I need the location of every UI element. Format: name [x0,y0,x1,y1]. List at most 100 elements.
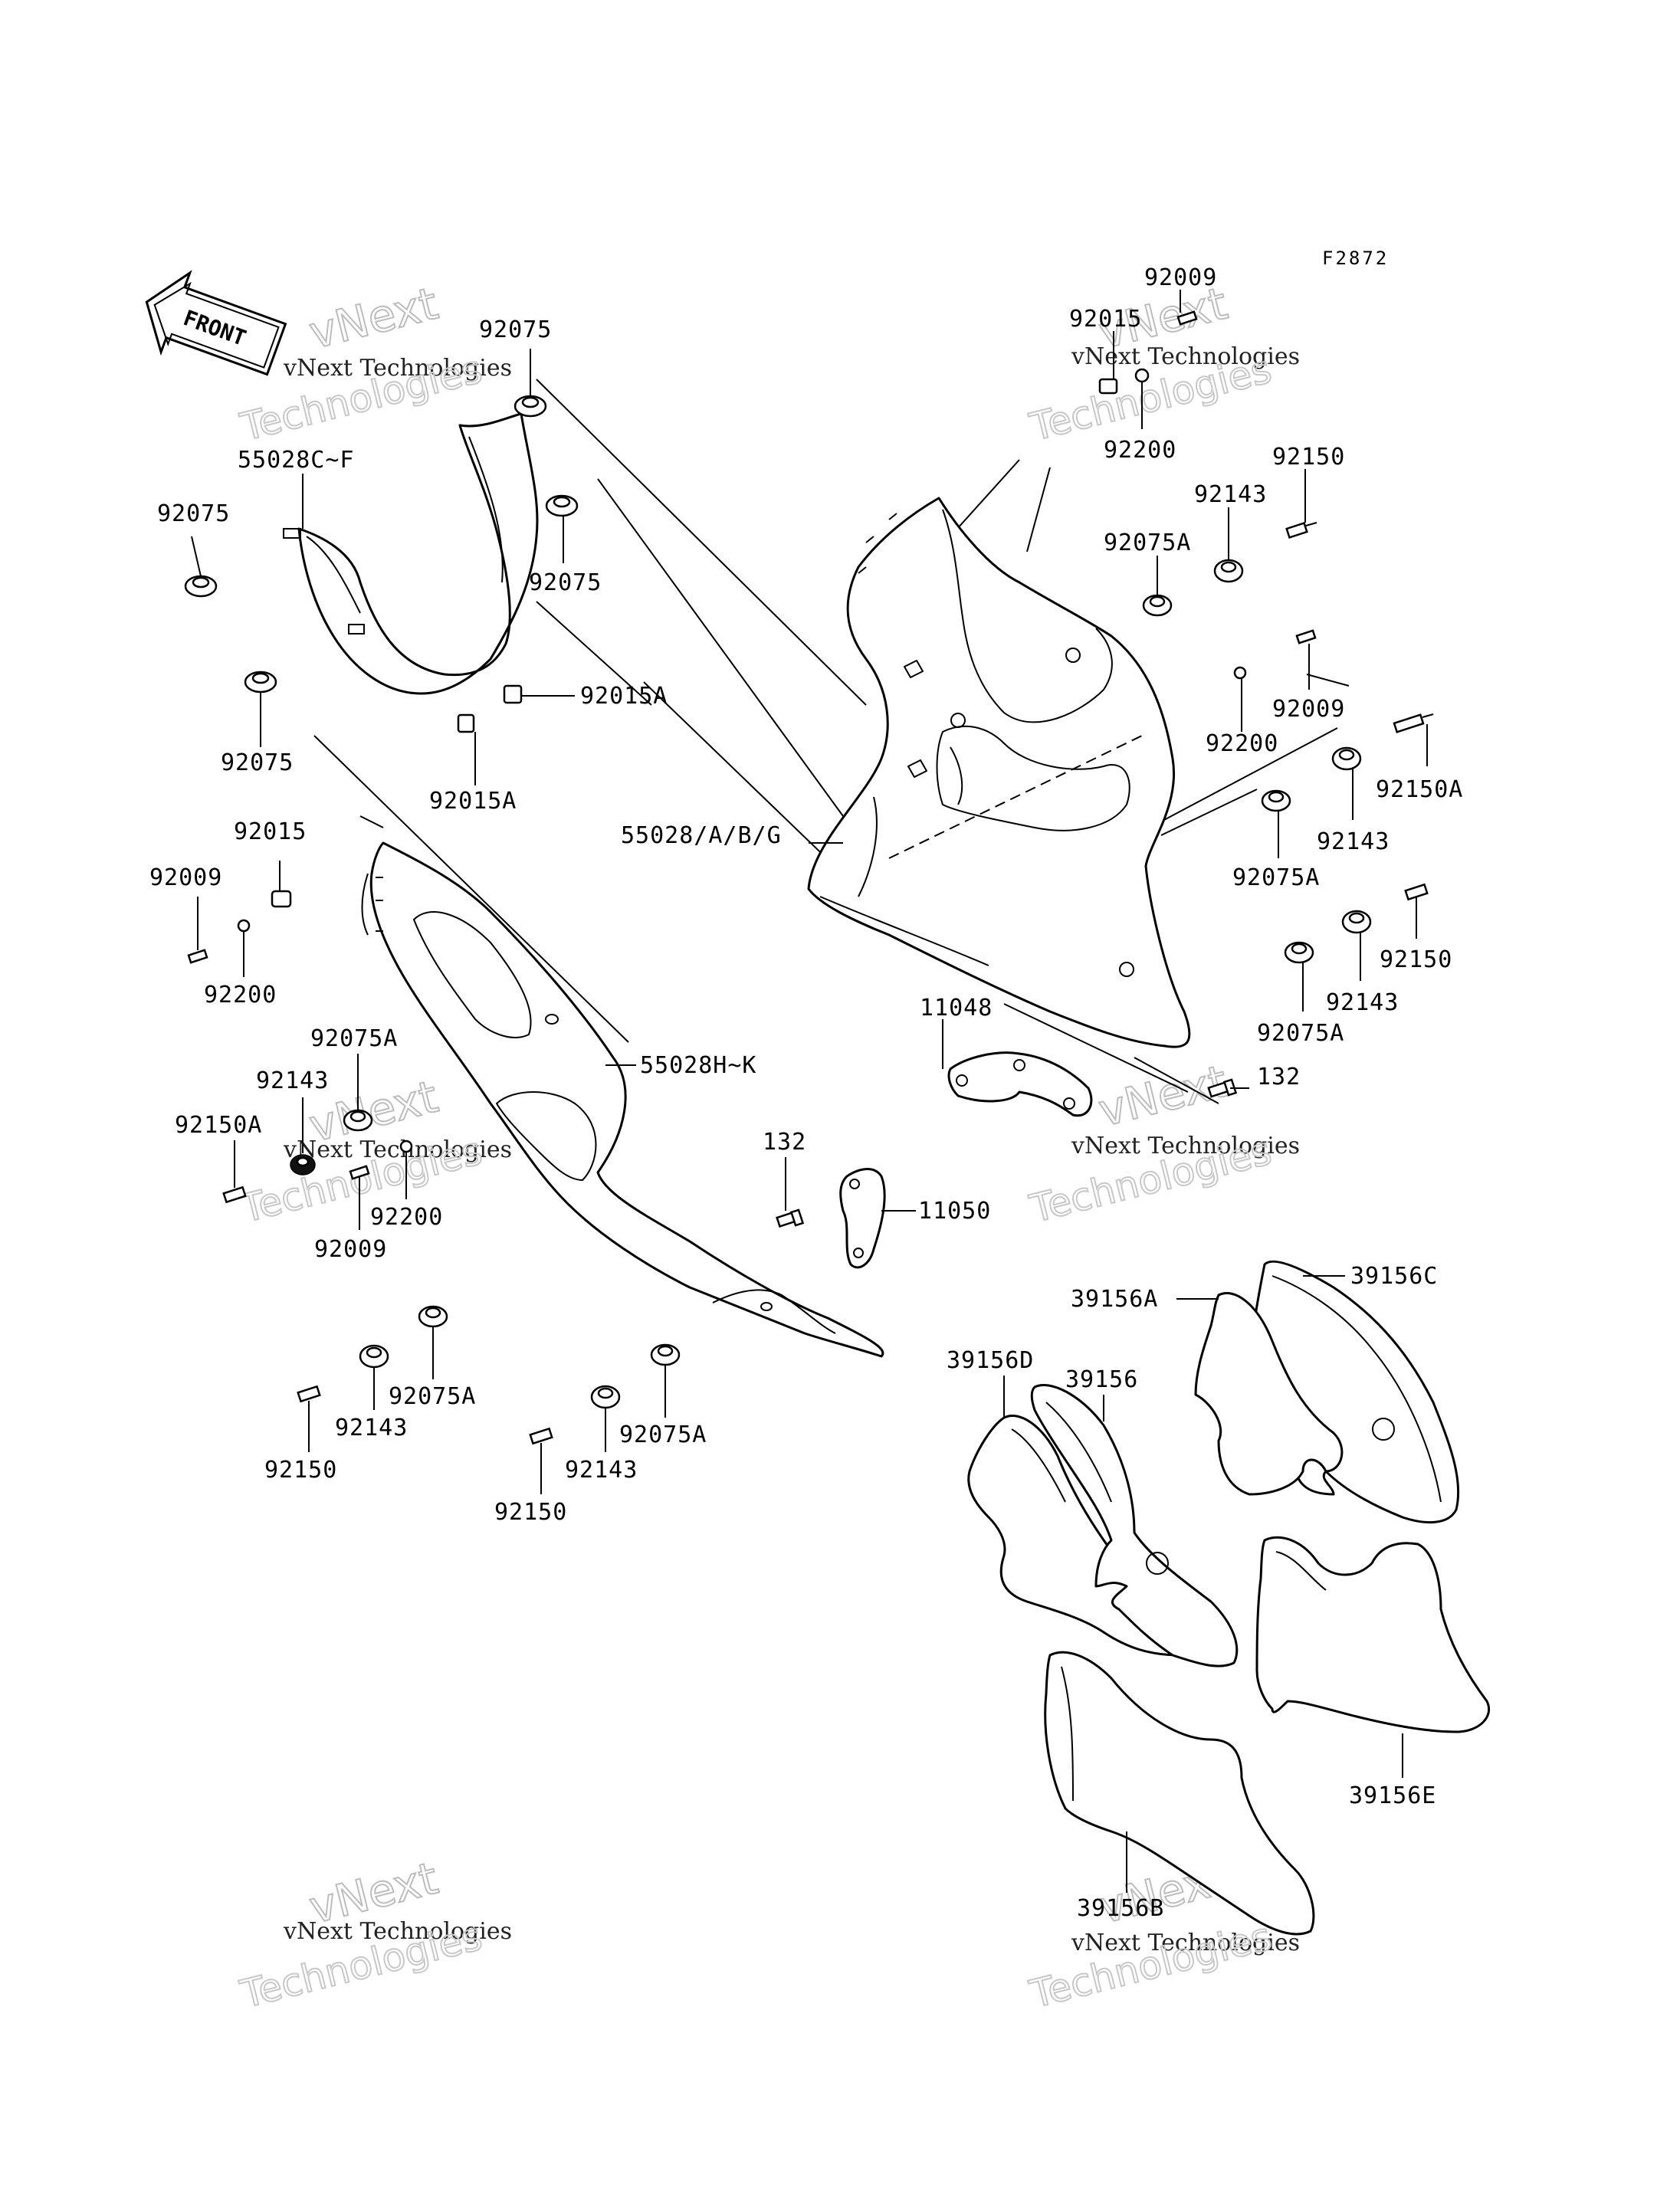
assembly-guide-lines [313,379,1350,1104]
nut-92015-b [271,890,292,908]
callout-92150: 92150 [264,1457,337,1484]
watermark-top-left: vNext vNext Technologies Technologies [235,277,512,451]
collar-92143-f [590,1385,621,1409]
callout-92015: 92015 [1069,306,1142,333]
main-side-fairing [807,497,1191,1048]
svg-text:vNext Technologies: vNext Technologies [283,355,512,382]
screw-92150A-a [1393,713,1434,733]
callout-92200: 92200 [1206,730,1278,757]
callout-labels: 92009 92015 92200 92150 92143 92075A 920… [149,264,1463,1922]
svg-text:vNext Technologies: vNext Technologies [1071,1133,1300,1159]
callout-132: 132 [763,1129,806,1156]
callout-39156C: 39156C [1350,1263,1438,1290]
callout-92075A: 92075A [1104,530,1191,556]
callout-92143: 92143 [565,1457,638,1484]
callout-92143: 92143 [256,1067,329,1094]
screw-92009-b [1295,629,1317,644]
callout-92075: 92075 [529,569,602,596]
grommet-92075-c [184,575,218,598]
screw-92150A-b [222,1185,247,1204]
callout-39156A: 39156A [1071,1286,1158,1313]
callout-92075A: 92075A [389,1383,476,1410]
callout-92075: 92075 [479,316,552,343]
bracket-11050 [839,1168,886,1269]
grommet-92075A-d [343,1109,373,1132]
callout-92075A: 92075A [619,1421,707,1448]
callout-11048: 11048 [920,995,993,1021]
callout-92075A: 92075A [1232,864,1320,891]
grommet-92075A-e [418,1305,448,1328]
leader-lines [191,290,1428,1893]
svg-text:vNext Technologies: vNext Technologies [1071,1930,1300,1956]
nut-92015A-b [457,713,475,733]
screw-92150-b [1404,883,1429,901]
insulator-39156 [1030,1383,1239,1667]
callout-92143: 92143 [335,1415,408,1441]
grommet-92075-d [244,671,277,694]
svg-text:vNext Technologies: vNext Technologies [283,1136,512,1163]
callout-92075A: 92075A [1257,1020,1344,1047]
screw-92150-c [297,1385,321,1403]
callout-92150: 92150 [1272,444,1345,471]
watermark-top-right: vNext vNext Technologies Technologies [1025,277,1300,451]
collar-92143-a [1213,559,1244,583]
screw-92150-a [1285,522,1317,539]
svg-text:vNext: vNext [304,277,443,359]
svg-text:vNext Technologies: vNext Technologies [283,1918,512,1945]
insulator-39156B [1044,1651,1315,1936]
washer-92200-c [237,919,251,933]
callout-39156D: 39156D [947,1347,1034,1374]
callout-92143: 92143 [1326,989,1399,1016]
callout-92009: 92009 [1272,696,1345,723]
callout-92015A: 92015A [429,788,517,815]
callout-92009: 92009 [1144,264,1217,291]
front-arrow-icon: FRONT [145,270,287,376]
callout-92143: 92143 [1317,828,1390,855]
washer-92200-d [399,1139,413,1153]
screw-92150-d [529,1427,553,1445]
grommet-92075A-c [1284,941,1314,964]
collar-92143-e [359,1344,389,1369]
grommet-92075-b [545,494,579,517]
screw-92009-a [1176,310,1198,326]
collar-92143-c [1341,910,1372,934]
screw-92009-c [187,949,208,964]
callout-92009: 92009 [314,1236,387,1263]
callout-92200: 92200 [1104,437,1176,464]
grommet-92075A-a [1142,594,1173,617]
callout-55028-A-B-G: 55028/A/B/G [621,822,782,849]
grommet-92075A-b [1261,789,1291,812]
callout-92075: 92075 [221,749,294,776]
nut-92015A-a [503,684,523,704]
callout-92150: 92150 [1380,946,1452,973]
bolt-132-b [776,1208,805,1228]
diagram-code: F2872 [1322,248,1389,269]
upper-inner-fairing [283,412,539,695]
callout-39156E: 39156E [1349,1782,1436,1809]
callout-92015: 92015 [234,818,307,845]
callout-92009: 92009 [149,864,222,891]
washer-92200-b [1233,666,1247,680]
insulator-39156A [1194,1292,1344,1496]
insulator-39156E [1255,1536,1490,1733]
grommet-92075A-f [650,1343,681,1366]
nut-92015-a [1098,378,1118,395]
callout-92150: 92150 [494,1499,567,1526]
callout-39156B: 39156B [1077,1895,1164,1922]
callout-92150A: 92150A [175,1112,262,1139]
grommet-92075-a [514,395,547,418]
collar-92143-b [1331,746,1362,771]
callout-92150A: 92150A [1376,776,1463,803]
callout-92200: 92200 [370,1204,443,1231]
screw-92009-d [349,1165,370,1180]
svg-text:vNext Technologies: vNext Technologies [1071,343,1300,370]
callout-39156: 39156 [1065,1366,1138,1393]
callout-11050: 11050 [918,1198,991,1225]
callout-92075: 92075 [157,500,230,527]
washer-92200-a [1134,368,1150,383]
callout-92075A: 92075A [310,1025,398,1052]
watermark-bottom-left: vNext vNext Technologies Technologies [235,1851,512,2018]
callout-55028C-F: 55028C~F [238,447,355,474]
callout-92015A: 92015A [580,683,668,710]
